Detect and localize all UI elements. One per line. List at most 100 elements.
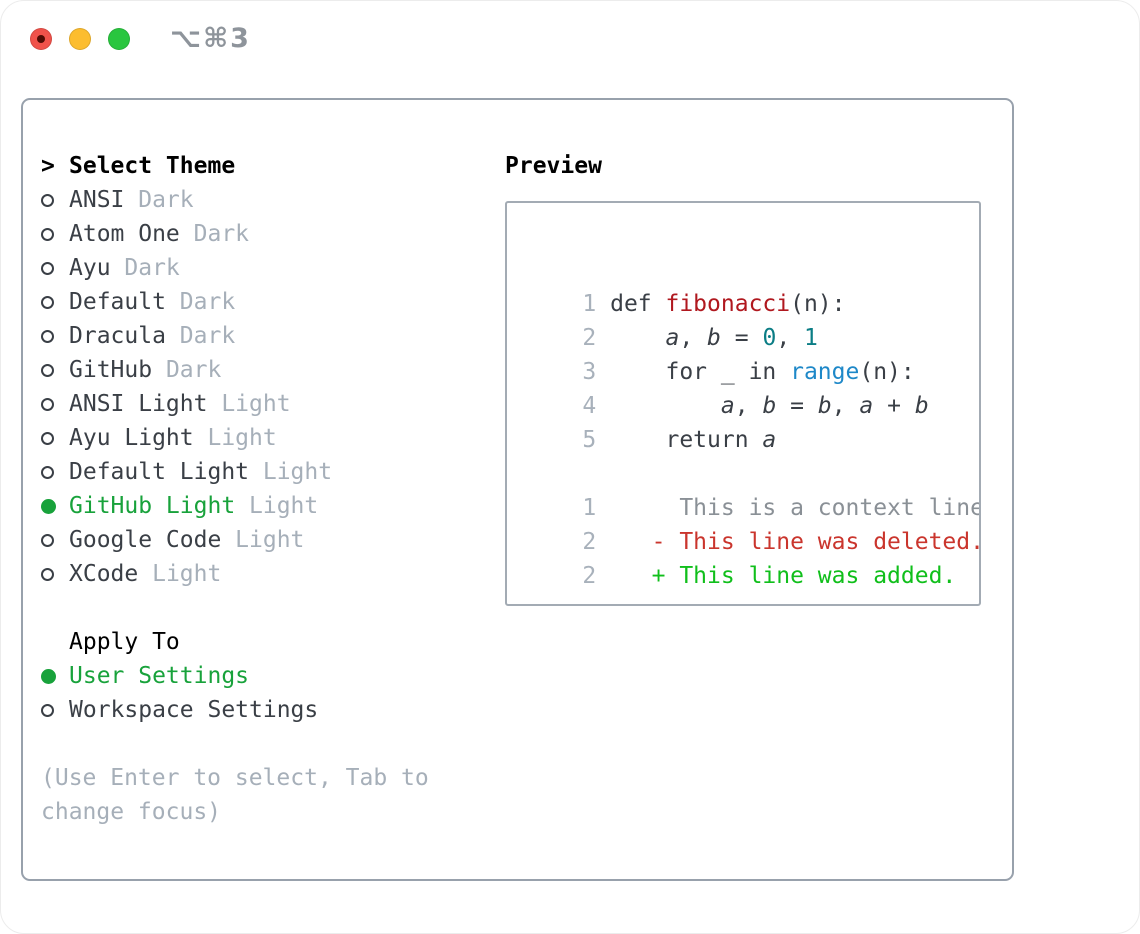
theme-name: GitHub Light [69,493,236,519]
theme-name: Atom One [69,221,180,247]
theme-variant: Light [207,425,277,451]
close-button[interactable] [30,28,52,50]
theme-name: XCode [69,561,139,587]
radio-icon [41,363,54,377]
line-number: 2 [582,529,597,555]
apply-to-option[interactable]: Workspace Settings [41,693,503,727]
code-text: a, b = b, a + b [720,393,929,419]
theme-option[interactable]: ANSI Light Light [41,387,503,421]
theme-name: Google Code [69,527,222,553]
radio-icon [41,498,56,514]
diff-line: 1 This is a context line. [527,457,979,521]
radio-icon [41,668,56,684]
code-text: for _ in range(n): [610,359,915,385]
code-text: def fibonacci(n): [610,291,846,317]
theme-variant: Light [221,391,291,417]
theme-option[interactable]: GitHub Light Light [41,489,503,523]
theme-option[interactable]: Dracula Dark [41,319,503,353]
line-number: 2 [582,563,597,589]
select-theme-header: > Select Theme [41,149,503,183]
code-line: 4 a, b = b, a + b [527,355,979,419]
theme-option[interactable]: Default Light Light [41,455,503,489]
spacer [41,727,503,761]
radio-icon [41,397,54,411]
select-theme-label: Select Theme [69,153,236,179]
radio-icon [41,533,54,547]
theme-option[interactable]: ANSI Dark [41,183,503,217]
code-text: return a [610,427,777,453]
spacer [41,591,503,625]
line-number: 3 [582,359,597,385]
apply-to-header: Apply To [41,625,503,659]
radio-icon [41,567,54,581]
theme-option[interactable]: Atom One Dark [41,217,503,251]
hint-text: (Use Enter to select, Tab to change focu… [41,765,429,825]
theme-name: Default [69,289,166,315]
diff-text: This is a context line. [610,495,981,521]
theme-name: Ayu [69,255,111,281]
diff-line: 2 + This line was added. [527,525,979,589]
diff-text: - This line was deleted. [610,529,981,555]
preview-column: Preview 1 def fibonacci(n): 2 a, b = 0, 1… [505,149,1005,606]
apply-to-list: User Settings Workspace Settings [41,659,503,727]
theme-variant: Light [235,527,305,553]
code-line: 2 a, b = 0, 1 [527,287,979,351]
theme-variant: Light [249,493,319,519]
radio-icon [41,261,54,275]
radio-icon [41,227,54,241]
radio-icon [41,193,54,207]
line-number: 1 [582,495,597,521]
apply-to-option-label: User Settings [69,663,250,689]
theme-variant: Dark [179,289,236,315]
code-text: a, b = 0, 1 [665,325,818,351]
theme-option[interactable]: Ayu Light Light [41,421,503,455]
cursor-prefix: > [41,153,55,179]
theme-name: ANSI Light [69,391,208,417]
theme-option[interactable]: Ayu Dark [41,251,503,285]
theme-name: GitHub [69,357,153,383]
apply-to-option-label: Workspace Settings [69,697,319,723]
line-number: 4 [582,393,597,419]
theme-variant: Dark [138,187,194,213]
radio-icon [41,329,54,343]
theme-name: ANSI [69,187,125,213]
line-number: 1 [582,291,597,317]
theme-option[interactable]: Google Code Light [41,523,503,557]
close-dot-icon [37,35,45,43]
theme-variant: Light [152,561,222,587]
code-line: 3 for _ in range(n): [527,321,979,385]
theme-option[interactable]: Default Dark [41,285,503,319]
theme-option[interactable]: XCode Light [41,557,503,591]
theme-variant: Dark [193,221,250,247]
preview-header: Preview [505,153,602,179]
diff-text: + This line was added. [610,563,957,589]
theme-name: Default Light [69,459,250,485]
radio-icon [41,295,54,309]
diff-line: 2 - This line was deleted. [527,491,979,555]
titlebar: ⌥⌘3 [1,23,1139,54]
theme-variant: Light [262,459,333,485]
code-line: 5 return a [527,389,979,453]
radio-icon [41,431,54,445]
theme-name: Dracula [69,323,166,349]
apply-to-option[interactable]: User Settings [41,659,503,693]
theme-variant: Dark [124,255,180,281]
theme-variant: Dark [179,323,236,349]
line-number: 5 [582,427,597,453]
apply-to-label: Apply To [69,629,180,655]
code-line: 1 def fibonacci(n): [527,253,979,317]
line-number: 2 [582,325,597,351]
code-sample: 1 def fibonacci(n): 2 a, b = 0, 1 3 for _… [527,253,979,453]
window-title-shortcut: ⌥⌘3 [170,23,251,54]
zoom-button[interactable] [108,28,130,50]
theme-name: Ayu Light [69,425,194,451]
radio-icon [41,703,54,717]
radio-icon [41,465,54,479]
preview-box: 1 def fibonacci(n): 2 a, b = 0, 1 3 for _… [505,201,981,606]
minimize-button[interactable] [69,28,91,50]
